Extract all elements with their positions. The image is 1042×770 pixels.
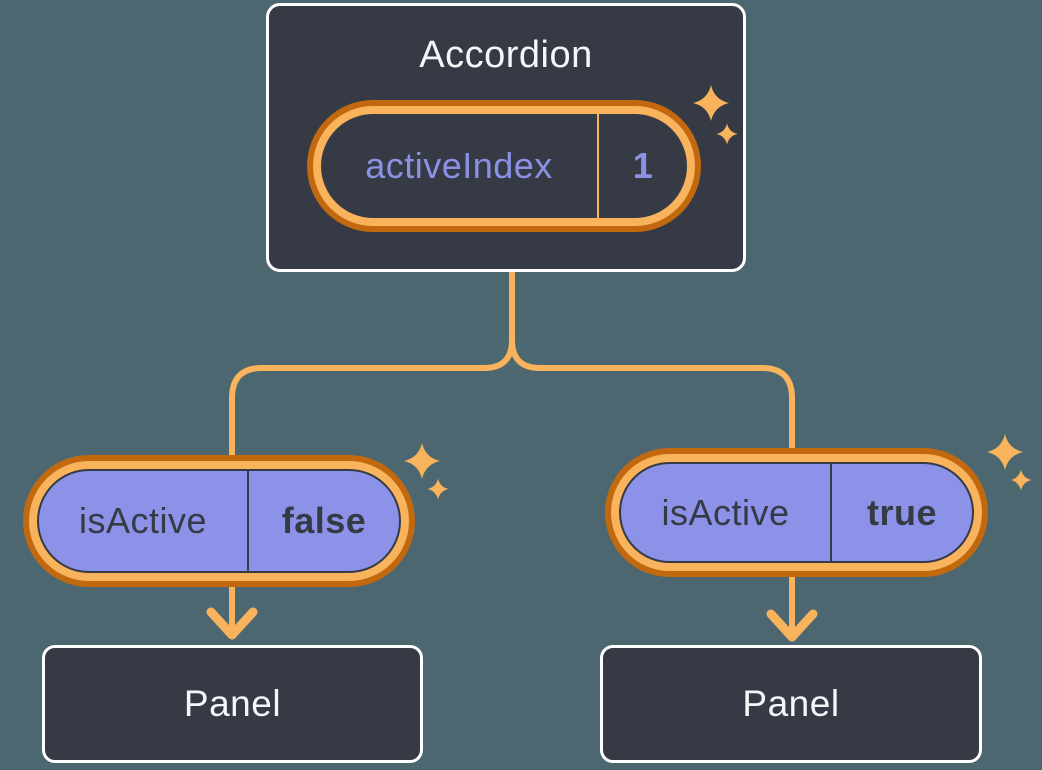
panel-title: Panel — [742, 683, 840, 724]
accordion-title: Accordion — [419, 34, 593, 76]
panel-title: Panel — [183, 683, 282, 724]
sparkles-icon — [987, 434, 1032, 491]
sparkles-icon — [404, 443, 449, 500]
state-pill: activeIndex 1 — [307, 100, 701, 232]
prop-pill-divider — [830, 464, 832, 561]
state-pill-label: activeIndex — [365, 145, 553, 186]
state-pill-divider — [597, 114, 599, 218]
prop-pill-ring: isActive true — [611, 454, 982, 571]
prop-pill-value: false — [281, 500, 367, 541]
prop-pill-value: true — [866, 491, 937, 533]
prop-pill-label: isActive — [661, 491, 790, 533]
arrowhead-down-right-icon — [766, 609, 818, 642]
state-pill-value: 1 — [632, 145, 654, 186]
accordion-box: Accordion activeIndex 1 — [266, 3, 746, 272]
prop-pill-ring: isActive false — [29, 461, 409, 581]
state-pill-ring: activeIndex 1 — [313, 106, 695, 226]
arrowhead-down-left-icon — [206, 607, 258, 640]
prop-pill-false: isActive false — [23, 455, 415, 587]
panel-box-right: Panel — [600, 645, 982, 763]
prop-pill-label: isActive — [78, 500, 208, 541]
panel-box-left: Panel — [42, 645, 423, 763]
prop-pill-true: isActive true — [605, 448, 988, 577]
